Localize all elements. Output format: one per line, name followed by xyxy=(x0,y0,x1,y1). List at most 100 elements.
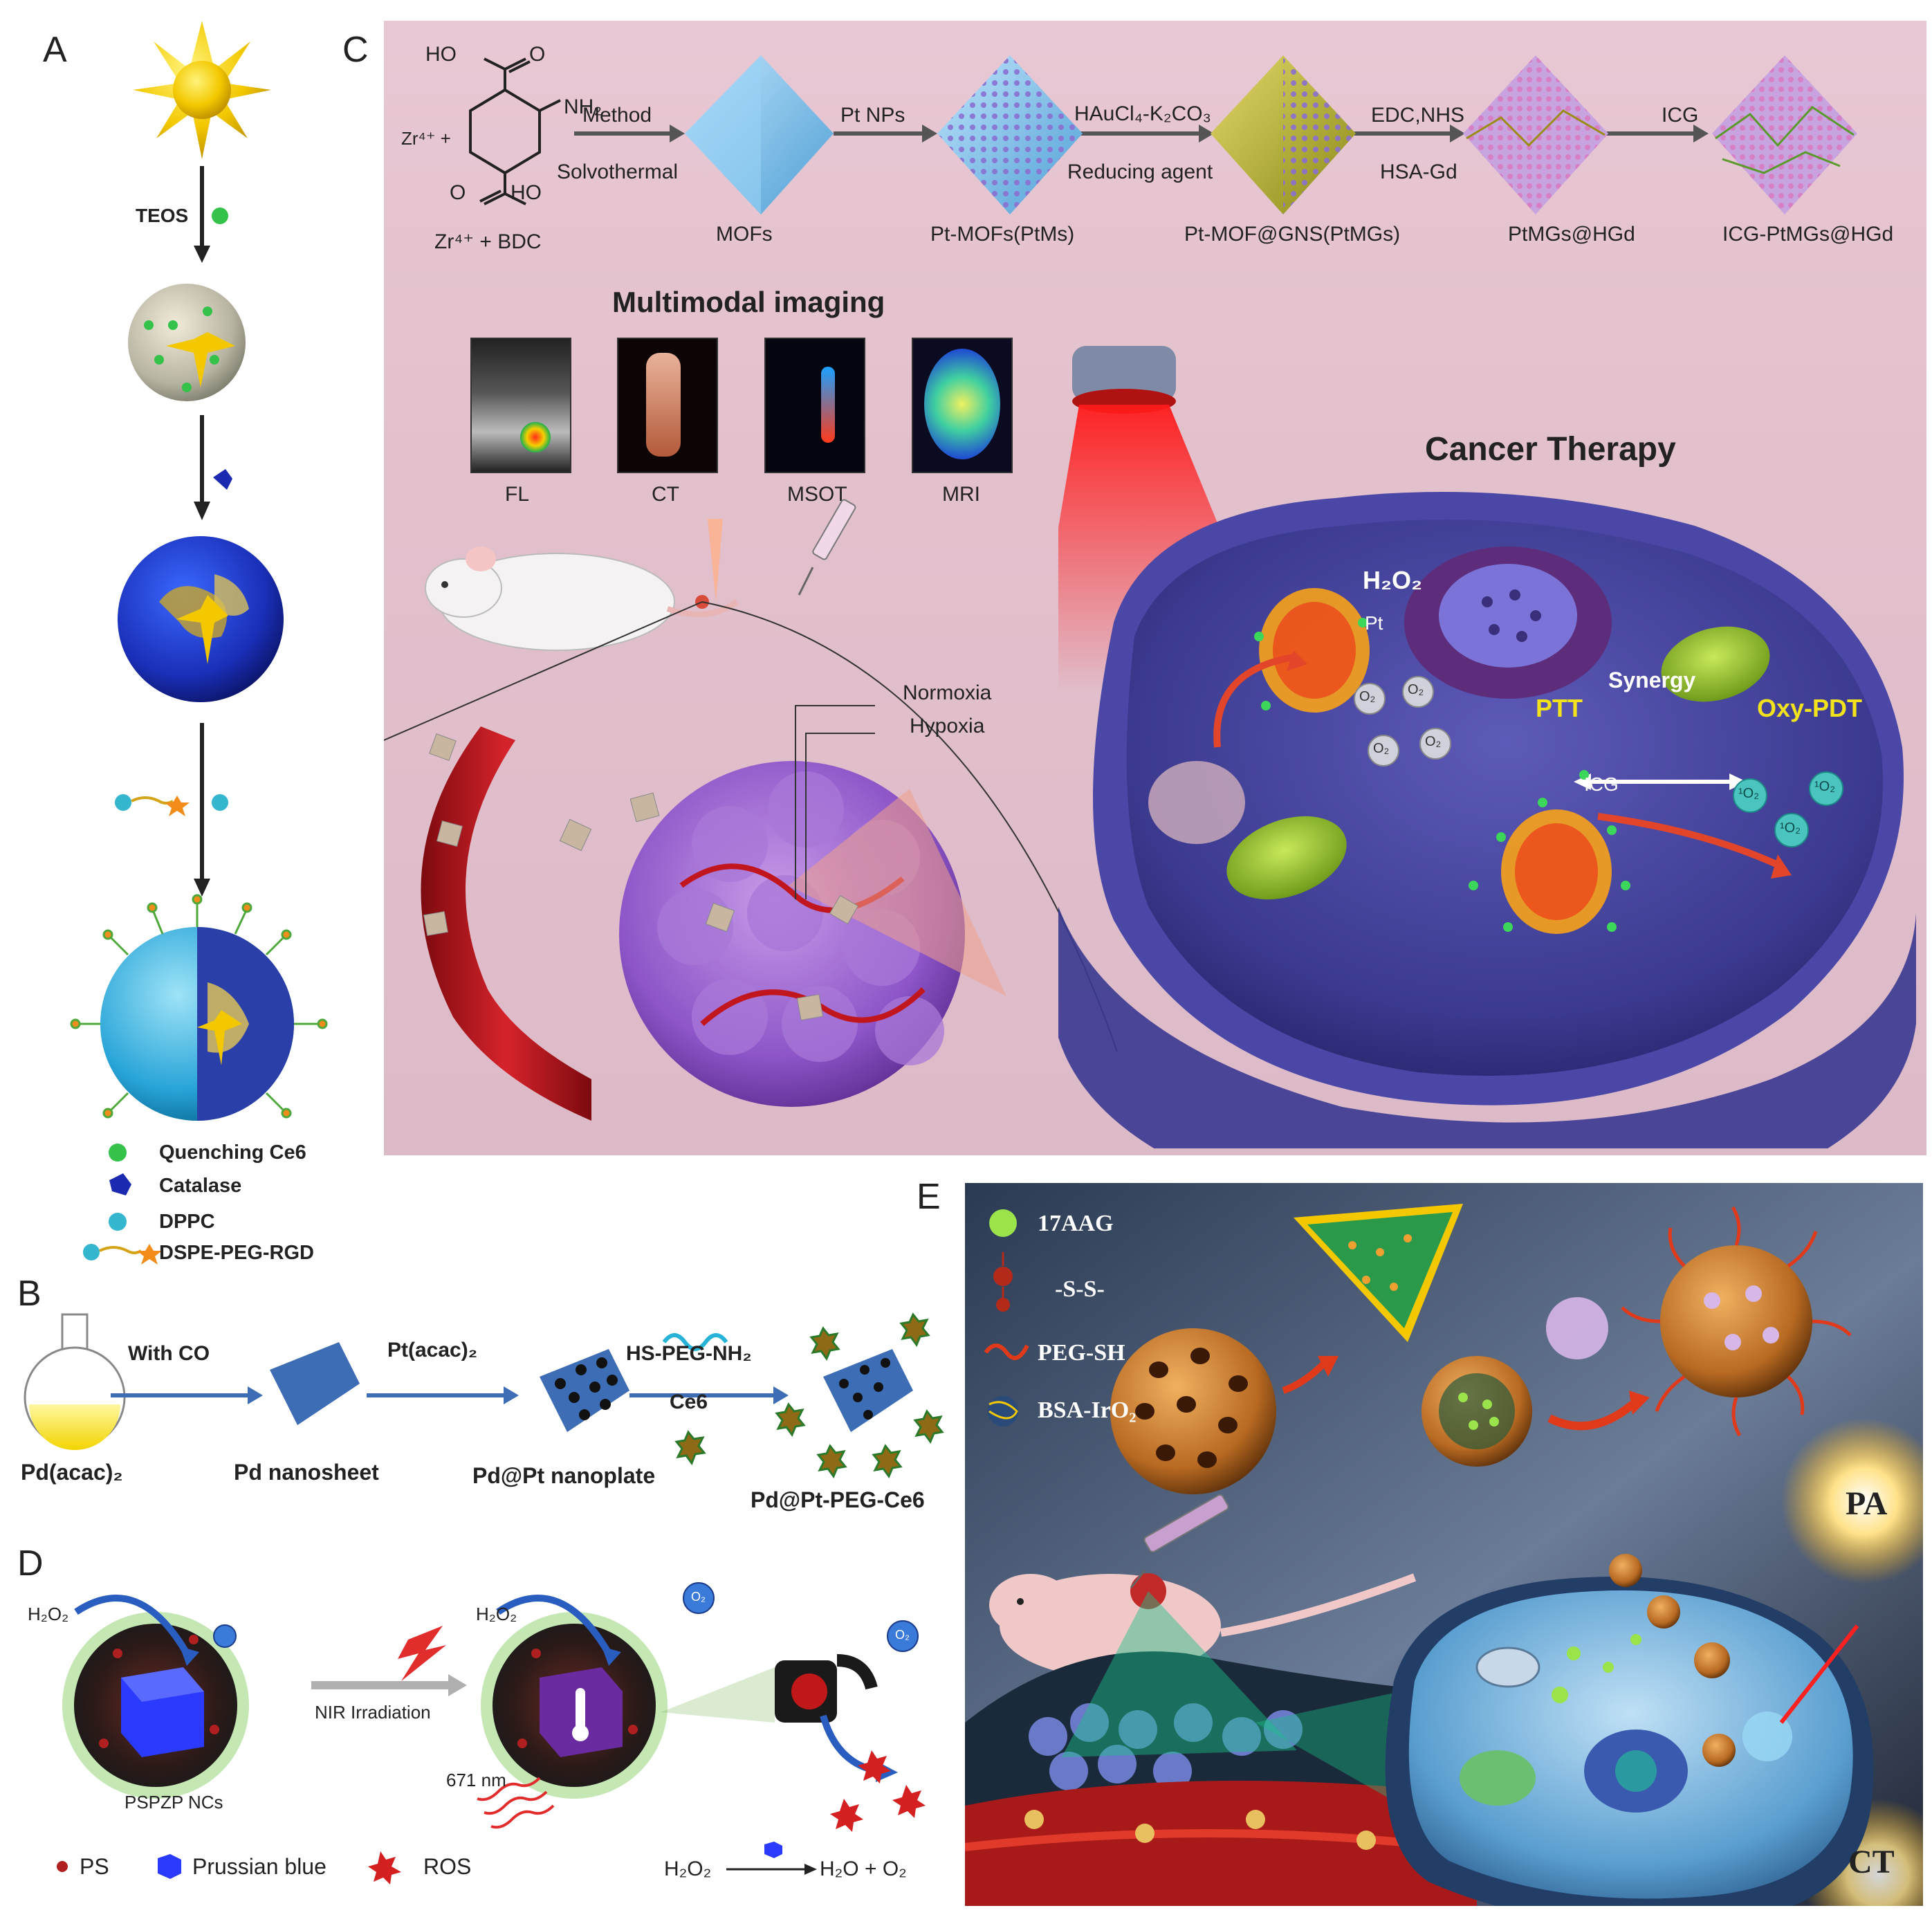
d-h2o2-right: H₂O₂ xyxy=(476,1604,517,1624)
ptmgs-hgd-octahedron xyxy=(1463,55,1608,214)
nude-mouse-illustration xyxy=(989,1573,1417,1678)
lipid-components-icon xyxy=(115,794,228,816)
e-legend-17aag: 17AAG xyxy=(1038,1211,1114,1236)
tumor-tissue xyxy=(965,1651,1477,1906)
arrow-edc-label: EDC,NHS xyxy=(1371,104,1465,127)
b-item-pd-pt-nanoplate: Pd@Pt nanoplate xyxy=(472,1463,656,1488)
peg-coated-nanoparticle xyxy=(1621,1206,1852,1437)
e-legend-peg-sh: PEG-SH xyxy=(1038,1340,1125,1366)
lipid-coated-sphere xyxy=(70,894,328,1121)
mri-image xyxy=(912,338,1013,473)
cell-pt-label: Pt xyxy=(1365,612,1383,634)
d-h2o2-left: H₂O₂ xyxy=(28,1604,69,1624)
oxygen-bubbles xyxy=(1354,676,1451,767)
ptt-label: PTT xyxy=(1536,694,1583,722)
green-dot-icon xyxy=(109,1144,127,1162)
arrow-method-label: Method xyxy=(582,104,652,127)
bdc-ho-top: HO xyxy=(425,43,457,66)
disulfide-icon xyxy=(993,1252,1013,1312)
bsa-iro2-sphere xyxy=(1546,1297,1608,1359)
e-cancer-cell xyxy=(1385,1554,1874,1906)
ps-dot-icon xyxy=(57,1861,68,1872)
product-ptmgs-hgd: PtMGs@HGd xyxy=(1508,223,1635,246)
b-arrow-pt-acac: Pt(acac)₂ xyxy=(387,1339,478,1361)
e-legend-bsa-iro2: BSA-IrO₂ xyxy=(1038,1397,1137,1423)
arrow-hsa-label: HSA-Gd xyxy=(1380,160,1457,183)
b-arrow-with-co: With CO xyxy=(128,1342,210,1365)
d-equation-arrow xyxy=(726,1842,817,1875)
o2-bubble-label-2: O₂ xyxy=(1408,682,1424,697)
teal-dot-icon xyxy=(109,1213,127,1231)
b-item-pd-nanosheet: Pd nanosheet xyxy=(234,1460,379,1485)
arrow-haucl4-label: HAuCl₄-K₂CO₃ xyxy=(1074,102,1211,125)
product-mofs: MOFs xyxy=(716,223,773,246)
bdc-o-top: O xyxy=(529,43,546,66)
hypoxia-label: Hypoxia xyxy=(910,715,985,737)
nanoparticle-cluster-2 xyxy=(1501,809,1612,934)
ct-image xyxy=(617,338,718,473)
msot-image xyxy=(764,338,865,473)
flask-icon xyxy=(24,1313,126,1450)
cancer-therapy-title: Cancer Therapy xyxy=(1425,431,1676,468)
laser-device-icon xyxy=(1072,346,1176,414)
bdc-caption: Zr⁴⁺ + BDC xyxy=(434,230,542,253)
d-o2-bubble-top: O₂ xyxy=(691,1590,706,1604)
cancer-cell-illustration xyxy=(1058,346,1916,1148)
b-arrow-ce6: Ce6 xyxy=(670,1391,708,1413)
mitochondrion-bottom xyxy=(1226,816,1347,900)
panel-a-diagram xyxy=(70,21,328,1121)
e-ct-label: CT xyxy=(1848,1844,1895,1880)
oxy-pdt-label: Oxy-PDT xyxy=(1757,694,1863,722)
pa-flare xyxy=(1781,1418,1923,1584)
green-sphere-icon xyxy=(989,1209,1017,1237)
cell-h2o2-label: H₂O₂ xyxy=(1363,566,1422,594)
panel-c-in-vivo-illustration xyxy=(384,499,1118,1121)
mode-msot-label: MSOT xyxy=(787,483,847,506)
peg-chain-icon xyxy=(984,1343,1029,1360)
porous-nanoparticle xyxy=(1110,1328,1276,1494)
fl-image xyxy=(470,338,571,473)
syringe-icon xyxy=(798,499,856,596)
mode-ct-label: CT xyxy=(652,483,679,506)
catalase-icon xyxy=(109,1173,131,1195)
singlet-oxygen-bubbles xyxy=(1733,771,1843,847)
o2-bubble-top xyxy=(683,1582,715,1614)
legend-dspe-peg-rgd: DSPE-PEG-RGD xyxy=(159,1242,314,1264)
product-pt-mof-gns: Pt-MOF@GNS(PtMGs) xyxy=(1184,223,1401,246)
bdc-zr: Zr⁴⁺ + xyxy=(401,128,451,149)
e-legend-disulfide: -S-S- xyxy=(1055,1276,1105,1302)
legend-dppc: DPPC xyxy=(159,1211,215,1233)
panel-d-scheme xyxy=(62,1582,926,1832)
b-item-pd-pt-peg-ce6: Pd@Pt-PEG-Ce6 xyxy=(751,1487,925,1512)
pt-mof-octahedron xyxy=(937,55,1083,214)
pd-pt-nanoplate xyxy=(540,1349,629,1432)
pspzp-nc-left xyxy=(62,1612,249,1799)
d-legend-prussian-blue: Prussian blue xyxy=(192,1854,326,1879)
legend-quenching-ce6: Quenching Ce6 xyxy=(159,1141,306,1164)
d-wavelength-label: 671 nm xyxy=(446,1770,506,1790)
arrow-pt-nps-label: Pt NPs xyxy=(840,104,905,127)
d-nir-label: NIR Irradiation xyxy=(315,1702,431,1723)
pspzp-nc-right xyxy=(481,1612,668,1799)
mof-octahedron xyxy=(685,55,834,214)
icg-ptmgs-hgd-octahedron xyxy=(1712,55,1857,214)
panel-a-legend-icons xyxy=(83,1144,162,1265)
legend-catalase: Catalase xyxy=(159,1175,242,1197)
lightning-icon xyxy=(398,1626,446,1681)
catalase-loaded-sphere xyxy=(118,536,284,702)
d-o2-bubble-right: O₂ xyxy=(895,1628,910,1642)
bdc-ho-bottom: HO xyxy=(510,181,542,204)
d-equation-left: H₂O₂ xyxy=(664,1858,712,1880)
d-nc-label: PSPZP NCs xyxy=(125,1792,223,1813)
d-legend-ps: PS xyxy=(80,1854,109,1879)
panel-a-letter: A xyxy=(43,30,67,70)
mof-synthesis-scheme xyxy=(574,55,1857,214)
mitochondrion-top xyxy=(1661,626,1770,702)
e-pa-label: PA xyxy=(1846,1485,1888,1522)
mode-mri-label: MRI xyxy=(942,483,980,506)
nanoparticle-cluster-1 xyxy=(1259,588,1370,713)
o2-bubble-label-3: O₂ xyxy=(1373,741,1390,756)
o2-bubble-label-1: O₂ xyxy=(1359,689,1376,704)
panel-d-letter: D xyxy=(17,1543,44,1584)
panel-d-legend-icons xyxy=(57,1851,401,1884)
